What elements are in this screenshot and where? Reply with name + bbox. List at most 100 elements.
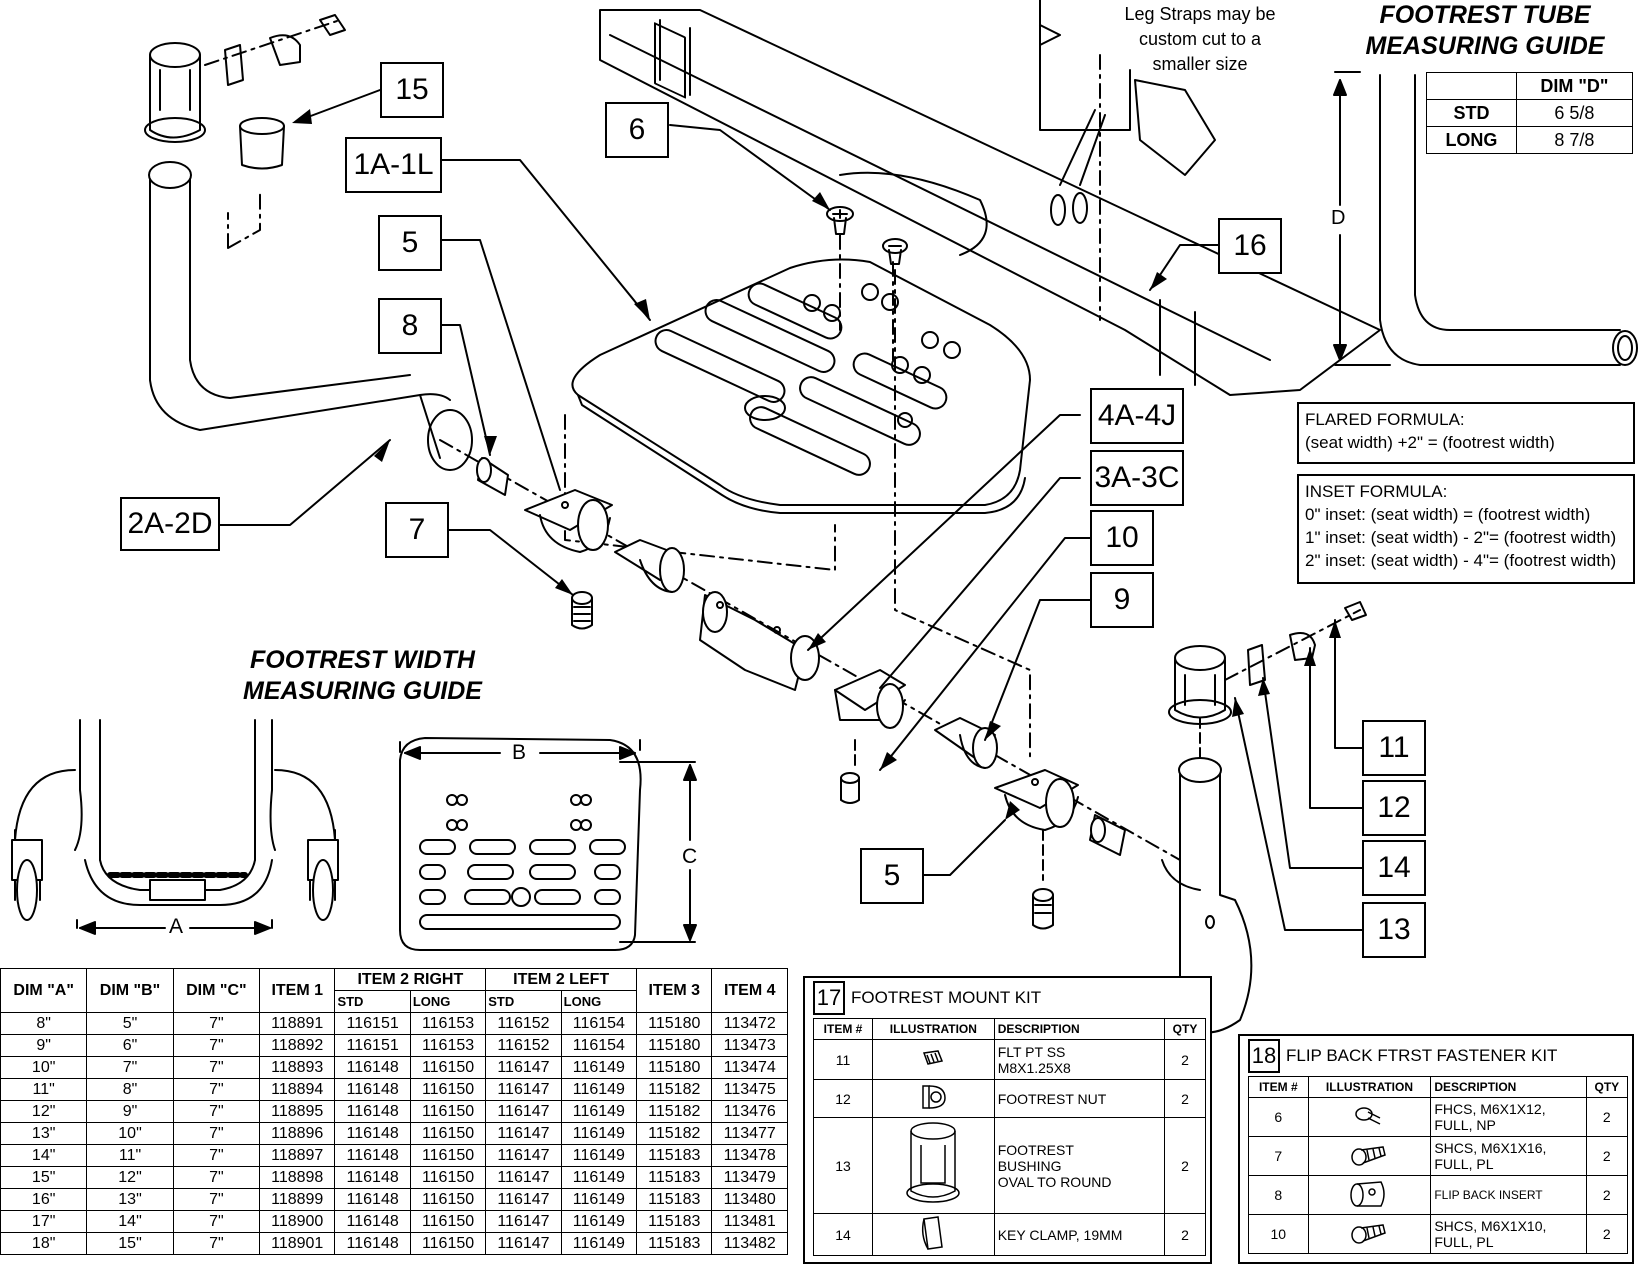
flip-back-insert-right (1089, 814, 1126, 856)
width-guide-plate (399, 737, 697, 951)
table-cell: 118900 (259, 1210, 336, 1233)
centerline (894, 269, 1031, 761)
callout-5-upper: 5 (378, 215, 442, 271)
table-cell: 118893 (259, 1056, 336, 1079)
callout-7: 7 (385, 502, 449, 558)
table-cell: 113474 (711, 1056, 788, 1079)
table-cell: 116149 (560, 1122, 638, 1145)
table-cell: 116153 (409, 1012, 487, 1035)
table-cell: 8" (86, 1078, 174, 1101)
table-cell: 113481 (711, 1210, 788, 1233)
table-cell: 116149 (560, 1078, 638, 1101)
tube-measuring-guide (1333, 71, 1638, 366)
table-cell: 116147 (485, 1056, 562, 1079)
callout-5-lower: 5 (860, 848, 924, 904)
clamp-5-left (524, 489, 613, 553)
table-cell: 7" (172, 1188, 261, 1211)
table-cell: 116148 (334, 1166, 411, 1189)
table-cell: 116147 (485, 1166, 562, 1189)
table-cell: 113479 (711, 1166, 788, 1189)
callout-12: 12 (1362, 780, 1426, 836)
table-cell: 115183 (636, 1210, 713, 1233)
flared-formula-box: FLARED FORMULA: (seat width) +2" = (foot… (1297, 402, 1635, 464)
table-cell: 116153 (409, 1034, 487, 1057)
table-cell: 12" (0, 1100, 88, 1123)
table-cell: 7" (172, 1078, 261, 1101)
table-cell: 115180 (636, 1012, 713, 1035)
table-cell: 116147 (485, 1144, 562, 1167)
screw-7 (571, 591, 593, 630)
table-cell: 113477 (711, 1122, 788, 1145)
table-cell: 115182 (636, 1100, 713, 1123)
table-cell: 10" (86, 1122, 174, 1145)
table-cell: 113482 (711, 1232, 788, 1255)
table-cell: 7" (172, 1122, 261, 1145)
table-cell: 116148 (334, 1144, 411, 1167)
table-cell: 116152 (485, 1012, 562, 1035)
table-cell: 116148 (334, 1100, 411, 1123)
table-cell: 10" (0, 1056, 88, 1079)
table-cell: 116148 (334, 1232, 411, 1255)
table-cell: 8" (0, 1012, 88, 1035)
table-cell: 11" (0, 1078, 88, 1101)
table-cell: 115183 (636, 1144, 713, 1167)
dim-d-label: D (1331, 207, 1346, 229)
socket-head-screw-icon (1307, 1136, 1432, 1176)
table-cell: 118901 (259, 1232, 336, 1255)
table-cell: 113476 (711, 1100, 788, 1123)
table-cell: 118895 (259, 1100, 336, 1123)
table-cell: 113473 (711, 1034, 788, 1057)
table-cell: 116147 (485, 1122, 562, 1145)
table-cell: 16" (0, 1188, 88, 1211)
spacer-3a-3c (614, 539, 685, 593)
table-cell: 115183 (636, 1232, 713, 1255)
table-cell: 116150 (409, 1210, 487, 1233)
table-cell: 7" (172, 1232, 261, 1255)
set-screw-icon (872, 1039, 995, 1080)
tube-guide-title: FOOTREST TUBE MEASURING GUIDE (1365, 1, 1605, 60)
kit-17-title: FOOTREST MOUNT KIT (851, 988, 1042, 1007)
table-cell: 116150 (409, 1078, 487, 1101)
table-cell: 7" (172, 1012, 261, 1035)
callout-15: 15 (380, 62, 444, 118)
table-cell: 115182 (636, 1078, 713, 1101)
key-clamp-icon (872, 1213, 995, 1256)
table-cell: 116148 (334, 1122, 411, 1145)
table-cell: 115183 (636, 1188, 713, 1211)
inset-formula-box: INSET FORMULA: 0" inset: (seat width) = … (1297, 474, 1635, 584)
table-cell: 116150 (409, 1122, 487, 1145)
table-cell: 12" (86, 1166, 174, 1189)
note-line: smaller size (1152, 54, 1248, 74)
table-cell: 15" (0, 1166, 88, 1189)
table-cell: 116154 (560, 1012, 638, 1035)
table-cell: 9" (0, 1034, 88, 1057)
table-cell: 116147 (485, 1188, 562, 1211)
table-cell: 116149 (560, 1210, 638, 1233)
clamp-5-right (994, 769, 1079, 831)
table-cell: 116151 (334, 1034, 411, 1057)
flat-head-screw-icon (1307, 1097, 1432, 1137)
centerline (564, 414, 836, 571)
leg-strap (599, 9, 1381, 396)
callout-8: 8 (378, 298, 442, 354)
callout-1a-1l: 1A-1L (345, 137, 442, 193)
callout-2a-2d: 2A-2D (120, 497, 220, 551)
table-cell: 116149 (560, 1100, 638, 1123)
table-cell: 118891 (259, 1012, 336, 1035)
bushing-icon (872, 1117, 995, 1214)
table-cell: 116148 (334, 1056, 411, 1079)
table-cell: 17" (0, 1210, 88, 1233)
kit-18-number: 18 (1248, 1039, 1280, 1073)
table-cell: 116150 (409, 1232, 487, 1255)
note-line: custom cut to a (1138, 29, 1262, 49)
note-line: Leg Straps may be (1124, 4, 1276, 24)
table-cell: 115183 (636, 1166, 713, 1189)
dim-b-label: B (512, 741, 527, 764)
axle-4a-4j (699, 591, 820, 691)
